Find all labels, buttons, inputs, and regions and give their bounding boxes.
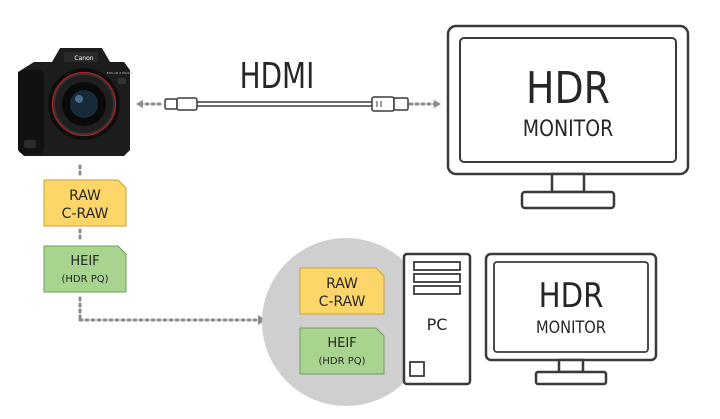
monitor-small-subtitle: MONITOR bbox=[536, 317, 606, 337]
monitor-large-title: HDR bbox=[526, 62, 610, 113]
hdmi-label: HDMI bbox=[240, 55, 315, 97]
monitor-small-icon bbox=[484, 252, 658, 386]
card-heif-right bbox=[299, 327, 385, 375]
monitor-large-icon bbox=[446, 24, 690, 210]
card-heif-left-line2: (HDR PQ) bbox=[61, 274, 108, 285]
camera-model: EOS-1D X Mark III bbox=[107, 71, 134, 75]
card-raw-right-line2: C-RAW bbox=[319, 294, 366, 310]
card-raw-left bbox=[43, 179, 127, 227]
card-raw-right-line1: RAW bbox=[326, 276, 358, 292]
transfer-path bbox=[78, 164, 266, 325]
camera-icon bbox=[18, 48, 130, 156]
monitor-large-subtitle: MONITOR bbox=[523, 116, 613, 142]
card-raw-left-line2: C-RAW bbox=[62, 206, 109, 222]
card-heif-left bbox=[43, 245, 127, 293]
monitor-small-title: HDR bbox=[539, 277, 604, 316]
pc-tower-icon bbox=[402, 252, 472, 386]
card-heif-right-line1: HEIF bbox=[327, 336, 356, 351]
camera-brand: Canon bbox=[74, 55, 93, 62]
hdmi-cable-icon bbox=[136, 96, 441, 112]
card-raw-left-line1: RAW bbox=[69, 188, 101, 204]
pc-label: PC bbox=[427, 315, 448, 334]
card-heif-left-line1: HEIF bbox=[70, 254, 99, 269]
card-heif-right-line2: (HDR PQ) bbox=[318, 356, 365, 367]
card-raw-right bbox=[299, 267, 385, 315]
